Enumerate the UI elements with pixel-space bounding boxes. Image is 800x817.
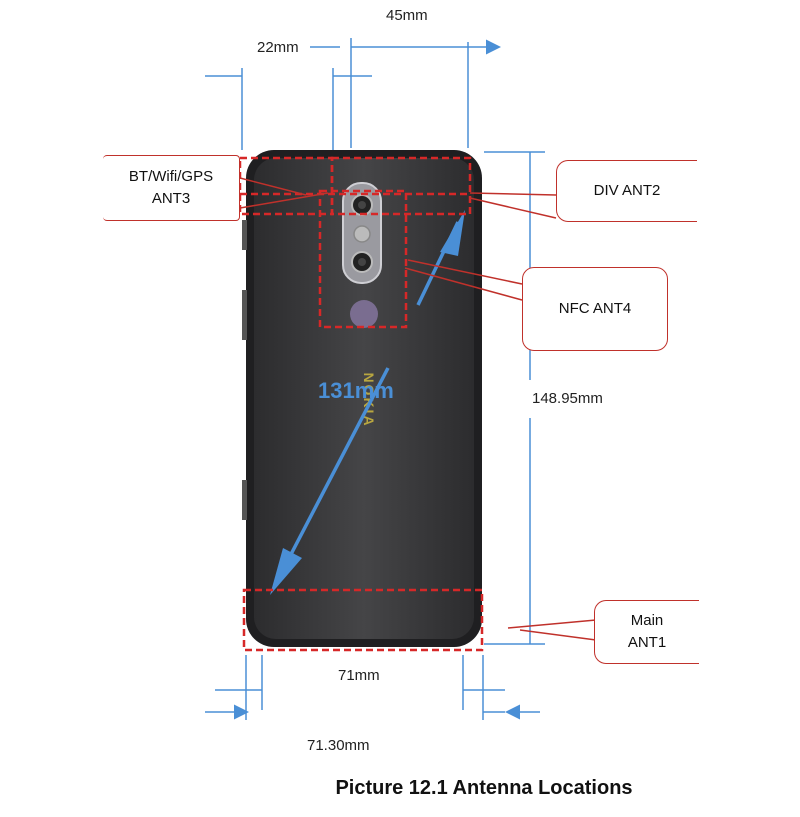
callout-leaders xyxy=(239,177,597,641)
figure-caption: Picture 12.1 Antenna Locations xyxy=(335,777,633,799)
callout-ant3: BT/Wifi/GPS ANT3 xyxy=(103,155,240,221)
antenna-boxes xyxy=(238,156,484,652)
top-width-label: 45mm xyxy=(386,7,428,24)
camera-offset-label: 22mm xyxy=(257,39,299,56)
height-label: 148.95mm xyxy=(532,390,603,407)
callout-ant4: NFC ANT4 xyxy=(522,267,668,351)
callout-ant4-text: NFC ANT4 xyxy=(558,300,632,317)
ant3-box xyxy=(238,156,334,216)
diagonal-dimension xyxy=(270,210,465,595)
callout-ant3-line2: ANT3 xyxy=(151,190,191,207)
camera-module xyxy=(342,182,382,284)
callout-ant1-line1: Main xyxy=(630,612,664,629)
callout-ant1: Main ANT1 xyxy=(594,600,699,664)
overall-width-label: 71.30mm xyxy=(307,737,370,754)
ant2-box xyxy=(330,156,472,216)
body-width-label: 71mm xyxy=(338,667,380,684)
callout-ant1-line2: ANT1 xyxy=(627,634,667,651)
dimension-lines xyxy=(205,38,545,720)
diagonal-label: 131mm xyxy=(318,378,394,403)
ant4-box xyxy=(318,189,408,329)
ant1-box xyxy=(242,588,484,652)
callout-ant3-line1: BT/Wifi/GPS xyxy=(128,168,214,185)
callout-ant2: DIV ANT2 xyxy=(556,160,697,222)
callout-ant2-text: DIV ANT2 xyxy=(593,182,661,199)
fingerprint-sensor xyxy=(350,300,378,328)
